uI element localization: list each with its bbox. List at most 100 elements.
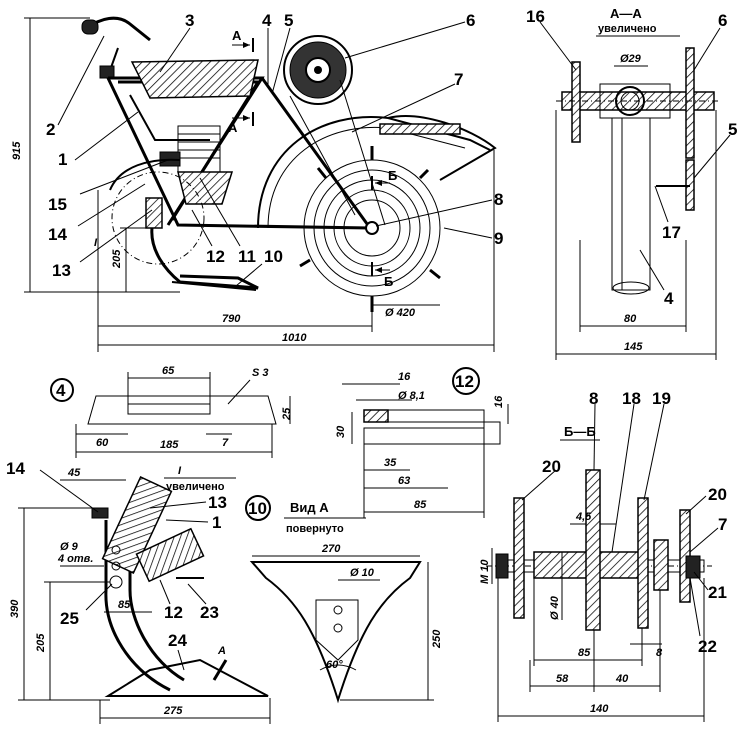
dim-p12-81: Ø 8,1	[398, 390, 425, 402]
dim-i-holes: 4 отв.	[57, 553, 93, 565]
fender	[257, 116, 491, 229]
dim-va-270: 270	[321, 543, 341, 555]
callout-9: 9	[494, 229, 503, 248]
callout-13-detail: 13	[208, 493, 227, 512]
callout-21: 21	[708, 583, 727, 602]
callout-22: 22	[698, 637, 717, 656]
callout-4-aa: 4	[664, 289, 674, 308]
callout-12: 12	[206, 247, 225, 266]
callout-14-detail: 14	[6, 459, 25, 478]
handlebar	[81, 16, 151, 79]
callout-20-right: 20	[708, 485, 727, 504]
dim-i-205: 205	[35, 633, 47, 653]
callout-14: 14	[48, 225, 67, 244]
dim-i-45: 45	[67, 467, 81, 479]
dim-aa-80: 80	[624, 313, 637, 325]
dim-p12-63: 63	[398, 475, 410, 487]
dim-790: 790	[222, 313, 241, 325]
part-12-label: 12	[455, 372, 474, 391]
dim-p12-85: 85	[414, 499, 427, 511]
dim-va-250: 250	[431, 629, 443, 649]
leader-lines	[57, 21, 493, 287]
dim-bb-40: 40	[615, 673, 629, 685]
part-10-label: 10	[248, 499, 267, 518]
callout-5-aa: 5	[728, 120, 737, 139]
dim-bb-58: 58	[556, 673, 569, 685]
top-sprocket	[283, 35, 353, 105]
dim-i-275: 275	[163, 705, 183, 717]
plough	[145, 197, 259, 291]
section-a-marks: А А	[228, 28, 254, 135]
section-aa-subtitle: увеличено	[598, 23, 657, 35]
dim-p4-65: 65	[162, 365, 175, 377]
dim-aa-29: Ø29	[620, 53, 642, 65]
callout-16: 16	[526, 7, 545, 26]
dim-p4-s3: S 3	[252, 367, 269, 379]
section-aa-title: А—А	[610, 6, 642, 21]
dim-bb-m10: M 10	[479, 559, 491, 584]
callout-6: 6	[466, 11, 475, 30]
detail-i-view: I увеличено А 14 13 1 25 12 23 24 45 Ø 9…	[6, 459, 271, 724]
callout-7-bb: 7	[718, 515, 727, 534]
dim-bb-d40: Ø 40	[549, 595, 561, 620]
dim-p4-7: 7	[222, 437, 229, 449]
callout-19: 19	[652, 389, 671, 408]
part-12-view: 12 16 Ø 8,1 16 30 35 63 85	[335, 367, 509, 518]
dim-p4-60: 60	[96, 437, 109, 449]
callout-24: 24	[168, 631, 187, 650]
dim-i-390: 390	[9, 599, 21, 618]
dim-bb-140: 140	[590, 703, 609, 715]
callout-10: 10	[264, 247, 283, 266]
section-bb-title: Б—Б	[564, 424, 596, 439]
section-bb-view: Б—Б 8 18 19 20 20 7 21 22 4,5 M 10	[479, 389, 727, 722]
dim-915: 915	[11, 141, 23, 160]
main-dimension-lines	[24, 17, 495, 352]
view-a: 10 Вид А повернуто 60° 270 Ø 10 250	[245, 495, 443, 704]
view-a-subtitle: повернуто	[286, 523, 344, 535]
dim-205: 205	[111, 249, 123, 269]
detail-i-marker: I	[94, 237, 98, 249]
dim-i-d9: Ø 9	[60, 541, 79, 553]
section-b-label-bottom: Б	[384, 274, 393, 289]
callout-6-aa: 6	[718, 11, 727, 30]
dim-1010: 1010	[282, 332, 307, 344]
dim-p12-35: 35	[384, 457, 397, 469]
callout-3: 3	[185, 11, 194, 30]
detail-i-subtitle: увеличено	[166, 481, 225, 493]
callout-20-left: 20	[542, 457, 561, 476]
callout-1-detail: 1	[212, 513, 221, 532]
callout-2: 2	[46, 120, 55, 139]
dim-va-60: 60°	[326, 659, 343, 671]
callout-18: 18	[622, 389, 641, 408]
callout-8-bb: 8	[589, 389, 598, 408]
dim-p12-16b: 16	[493, 395, 505, 408]
dim-va-d10: Ø 10	[350, 567, 375, 579]
section-b-marks: Б Б	[371, 168, 397, 289]
callout-17: 17	[662, 223, 681, 242]
callout-4: 4	[262, 11, 272, 30]
section-b-label-top: Б	[388, 168, 397, 183]
section-aa-view: А—А увеличено 16 6 5 17 4 Ø29 80	[526, 6, 737, 360]
dim-i-85: 85	[118, 599, 131, 611]
engine	[159, 125, 234, 205]
dim-420: Ø 420	[385, 307, 416, 319]
dim-bb-85: 85	[578, 647, 591, 659]
callout-8: 8	[494, 190, 503, 209]
view-a-title: Вид А	[290, 500, 329, 515]
callout-12-detail: 12	[164, 603, 183, 622]
section-a-label-bottom: А	[228, 120, 238, 135]
part-4-view: 4 65 S 3 25 60 185 7	[50, 365, 293, 458]
callout-7: 7	[454, 70, 463, 89]
callout-5: 5	[284, 11, 293, 30]
callout-13: 13	[52, 261, 71, 280]
callout-1: 1	[58, 150, 67, 169]
dim-p12-30: 30	[335, 425, 347, 438]
fuel-tank	[130, 59, 259, 99]
dim-p12-16a: 16	[398, 371, 411, 383]
dim-p4-25: 25	[281, 407, 293, 421]
detail-i-view-a-arrow: А	[217, 645, 226, 657]
exhaust-pipe	[109, 158, 181, 191]
section-a-label-top: А	[232, 28, 242, 43]
detail-i-title: I	[178, 465, 182, 477]
